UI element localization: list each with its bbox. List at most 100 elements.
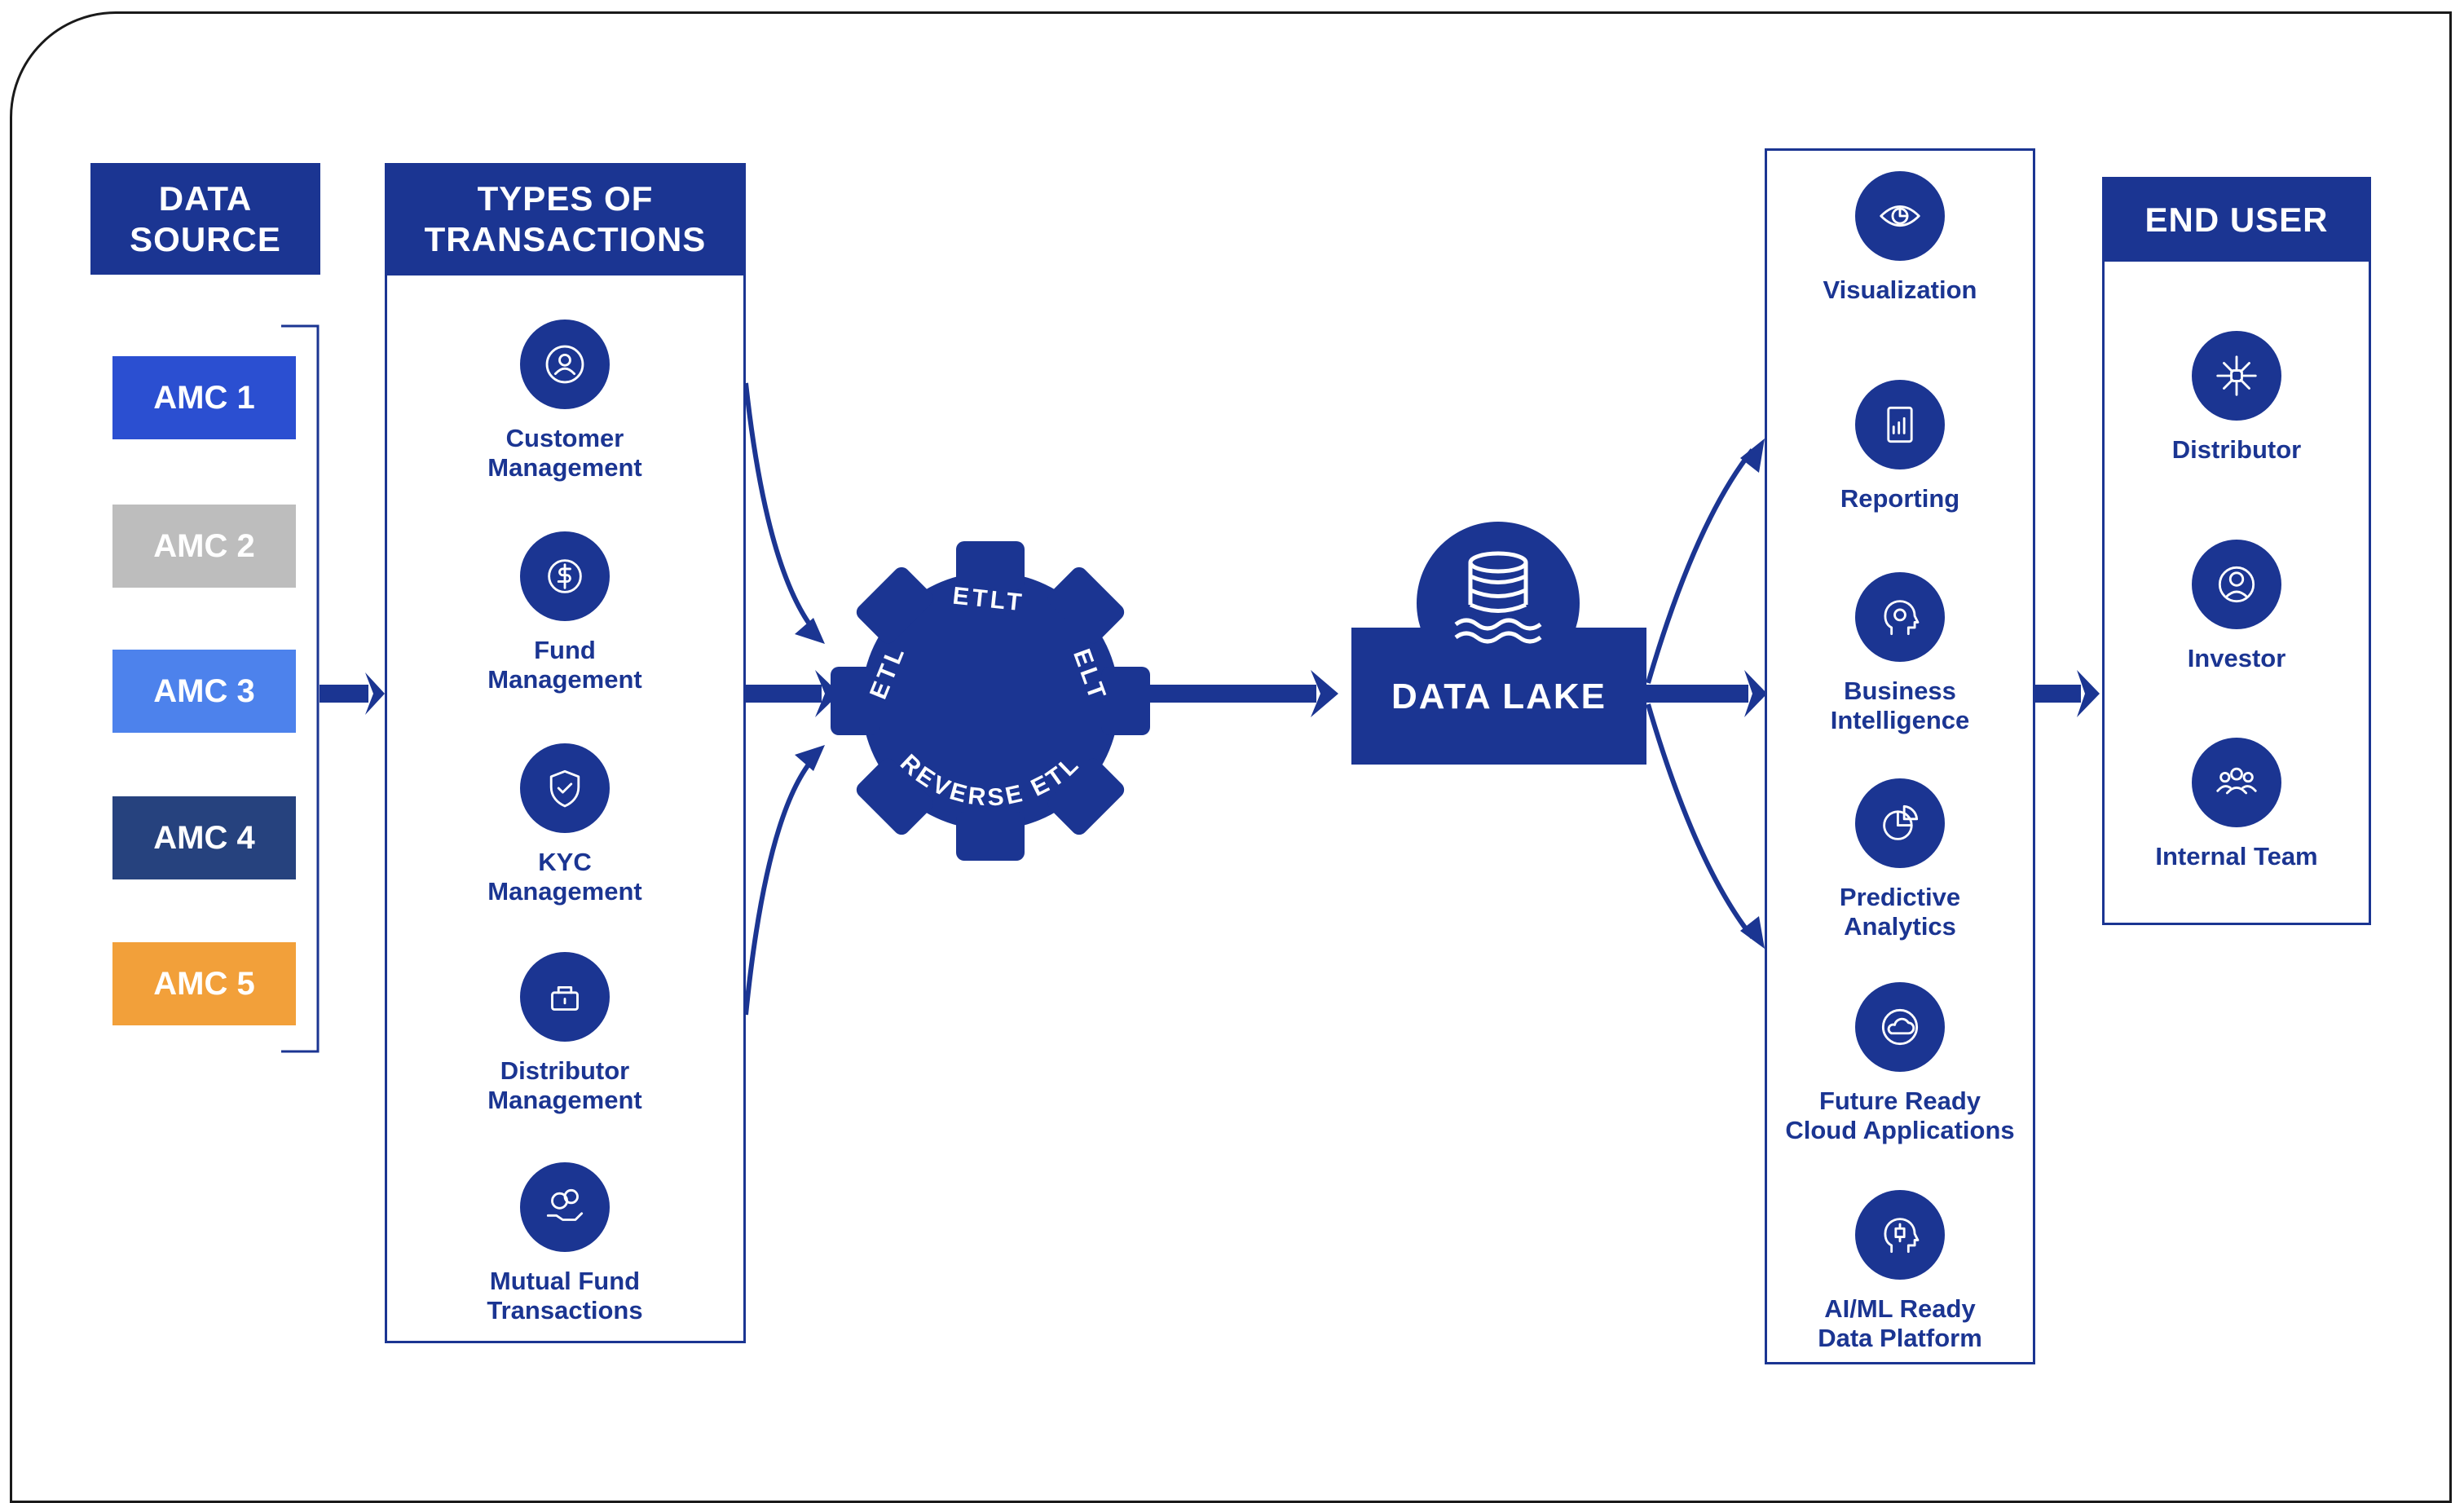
data-source-header-line-1: DATA [158, 179, 253, 218]
end-users-item: Internal Team [2098, 738, 2375, 871]
arrow-gear-shaft [1137, 685, 1316, 703]
curve-bottom-to-gear [743, 755, 818, 1016]
icon-circle [2192, 738, 2281, 827]
arrow-source-shaft [320, 685, 368, 703]
item-label-line: Fund [534, 636, 596, 664]
icon-circle [520, 320, 610, 409]
amc-label: AMC 3 [153, 672, 255, 709]
amc-bracket [281, 324, 320, 1053]
report-icon [1887, 406, 1913, 443]
distributor-management-icon [551, 985, 579, 1011]
curve-head-4 [1740, 916, 1765, 949]
item-label-line: Management [487, 876, 642, 906]
icon-circle [2192, 540, 2281, 629]
icon-circle [520, 743, 610, 833]
amc-box-2: AMC 2 [112, 505, 296, 588]
curved-arrows [743, 382, 1755, 1016]
outputs-item: Visualization [1761, 171, 2039, 305]
amc-label: AMC 1 [153, 379, 255, 416]
amc-label: AMC 2 [153, 527, 255, 564]
item-label-line: Future Ready [1818, 1086, 1981, 1115]
kyc-management-icon [549, 769, 580, 808]
types-of-transactions-header: TYPES OF TRANSACTIONS [385, 163, 746, 275]
curve-head-2 [795, 745, 825, 771]
icon-circle [1855, 380, 1945, 469]
item-label-line: Transactions [487, 1295, 643, 1324]
arrow-transactions-shaft [743, 685, 822, 703]
curve-head-3 [1740, 439, 1765, 473]
icon-circle [1855, 982, 1945, 1072]
item-label-line: Business [1844, 677, 1956, 705]
cloud-icon [1881, 1008, 1919, 1046]
amc-box-3: AMC 3 [112, 650, 296, 733]
icon-circle [520, 952, 610, 1042]
item-label-line: Intelligence [1830, 705, 1970, 734]
outputs-item: Reporting [1761, 380, 2039, 513]
end-user-header: END USER [2102, 177, 2371, 262]
mutual-fund-icon [546, 1188, 584, 1221]
item-label-line: KYC [538, 848, 592, 876]
amc-box-5: AMC 5 [112, 942, 296, 1025]
item-label-line: AI/ML Ready [1824, 1294, 1976, 1323]
icon-circle [1855, 572, 1945, 662]
item-label-line: Distributor [500, 1056, 630, 1085]
investor-icon [2218, 566, 2255, 603]
amc-label: AMC 4 [153, 819, 255, 856]
icon-circle [1855, 778, 1945, 868]
fund-management-icon [548, 559, 582, 593]
item-label-line: Customer [505, 424, 624, 452]
arrow-lake-shaft [1646, 685, 1748, 703]
icon-circle [2192, 331, 2281, 421]
curve-heads [795, 439, 1765, 949]
arrow-transactions-head [815, 670, 840, 717]
types-header-line-2: TRANSACTIONS [424, 220, 707, 258]
icon-circle [520, 531, 610, 621]
team-icon [2216, 767, 2257, 795]
item-label-line: Distributor [2171, 435, 2302, 464]
curve-top-to-gear [743, 382, 818, 633]
curve-head-1 [795, 618, 825, 644]
icon-circle [1855, 171, 1945, 261]
item-label-line: Analytics [1844, 911, 1956, 941]
item-label-line: Mutual Fund [489, 1267, 641, 1295]
arrow-source-head [365, 672, 385, 715]
curve-lake-to-bottom [1646, 703, 1755, 939]
outputs-panel [1765, 148, 2035, 1364]
item-label-line: Management [487, 452, 642, 482]
ai-head-icon [1884, 1218, 1920, 1254]
item-label-line: Investor [2187, 644, 2286, 672]
curve-lake-to-top [1646, 448, 1755, 684]
etl-gear [831, 541, 1150, 861]
amc-label: AMC 5 [153, 965, 255, 1002]
database-waves-icon [1454, 551, 1542, 644]
item-label-line: Management [487, 664, 642, 694]
end-users-item: Investor [2098, 540, 2375, 673]
end-user-header-label: END USER [2144, 200, 2329, 239]
arrow-outputs-head [2077, 670, 2100, 717]
item-label-line: Management [487, 1085, 642, 1114]
arrow-gear-head [1311, 670, 1338, 717]
icon-circle [1855, 1190, 1945, 1280]
data-lake-label: DATA LAKE [1391, 677, 1607, 716]
flow-arrows [320, 670, 2100, 717]
item-label-line: Internal Team [2155, 842, 2318, 871]
amc-box-1: AMC 1 [112, 356, 296, 439]
end-users-item: Distributor [2098, 331, 2375, 465]
item-label-line: Visualization [1823, 275, 1977, 304]
item-label-line: Data Platform [1818, 1323, 1982, 1352]
data-source-header: DATA SOURCE [90, 163, 320, 275]
amc-box-4: AMC 4 [112, 796, 296, 879]
pie-analytics-icon [1883, 804, 1919, 840]
item-label-line: Predictive [1839, 883, 1961, 911]
